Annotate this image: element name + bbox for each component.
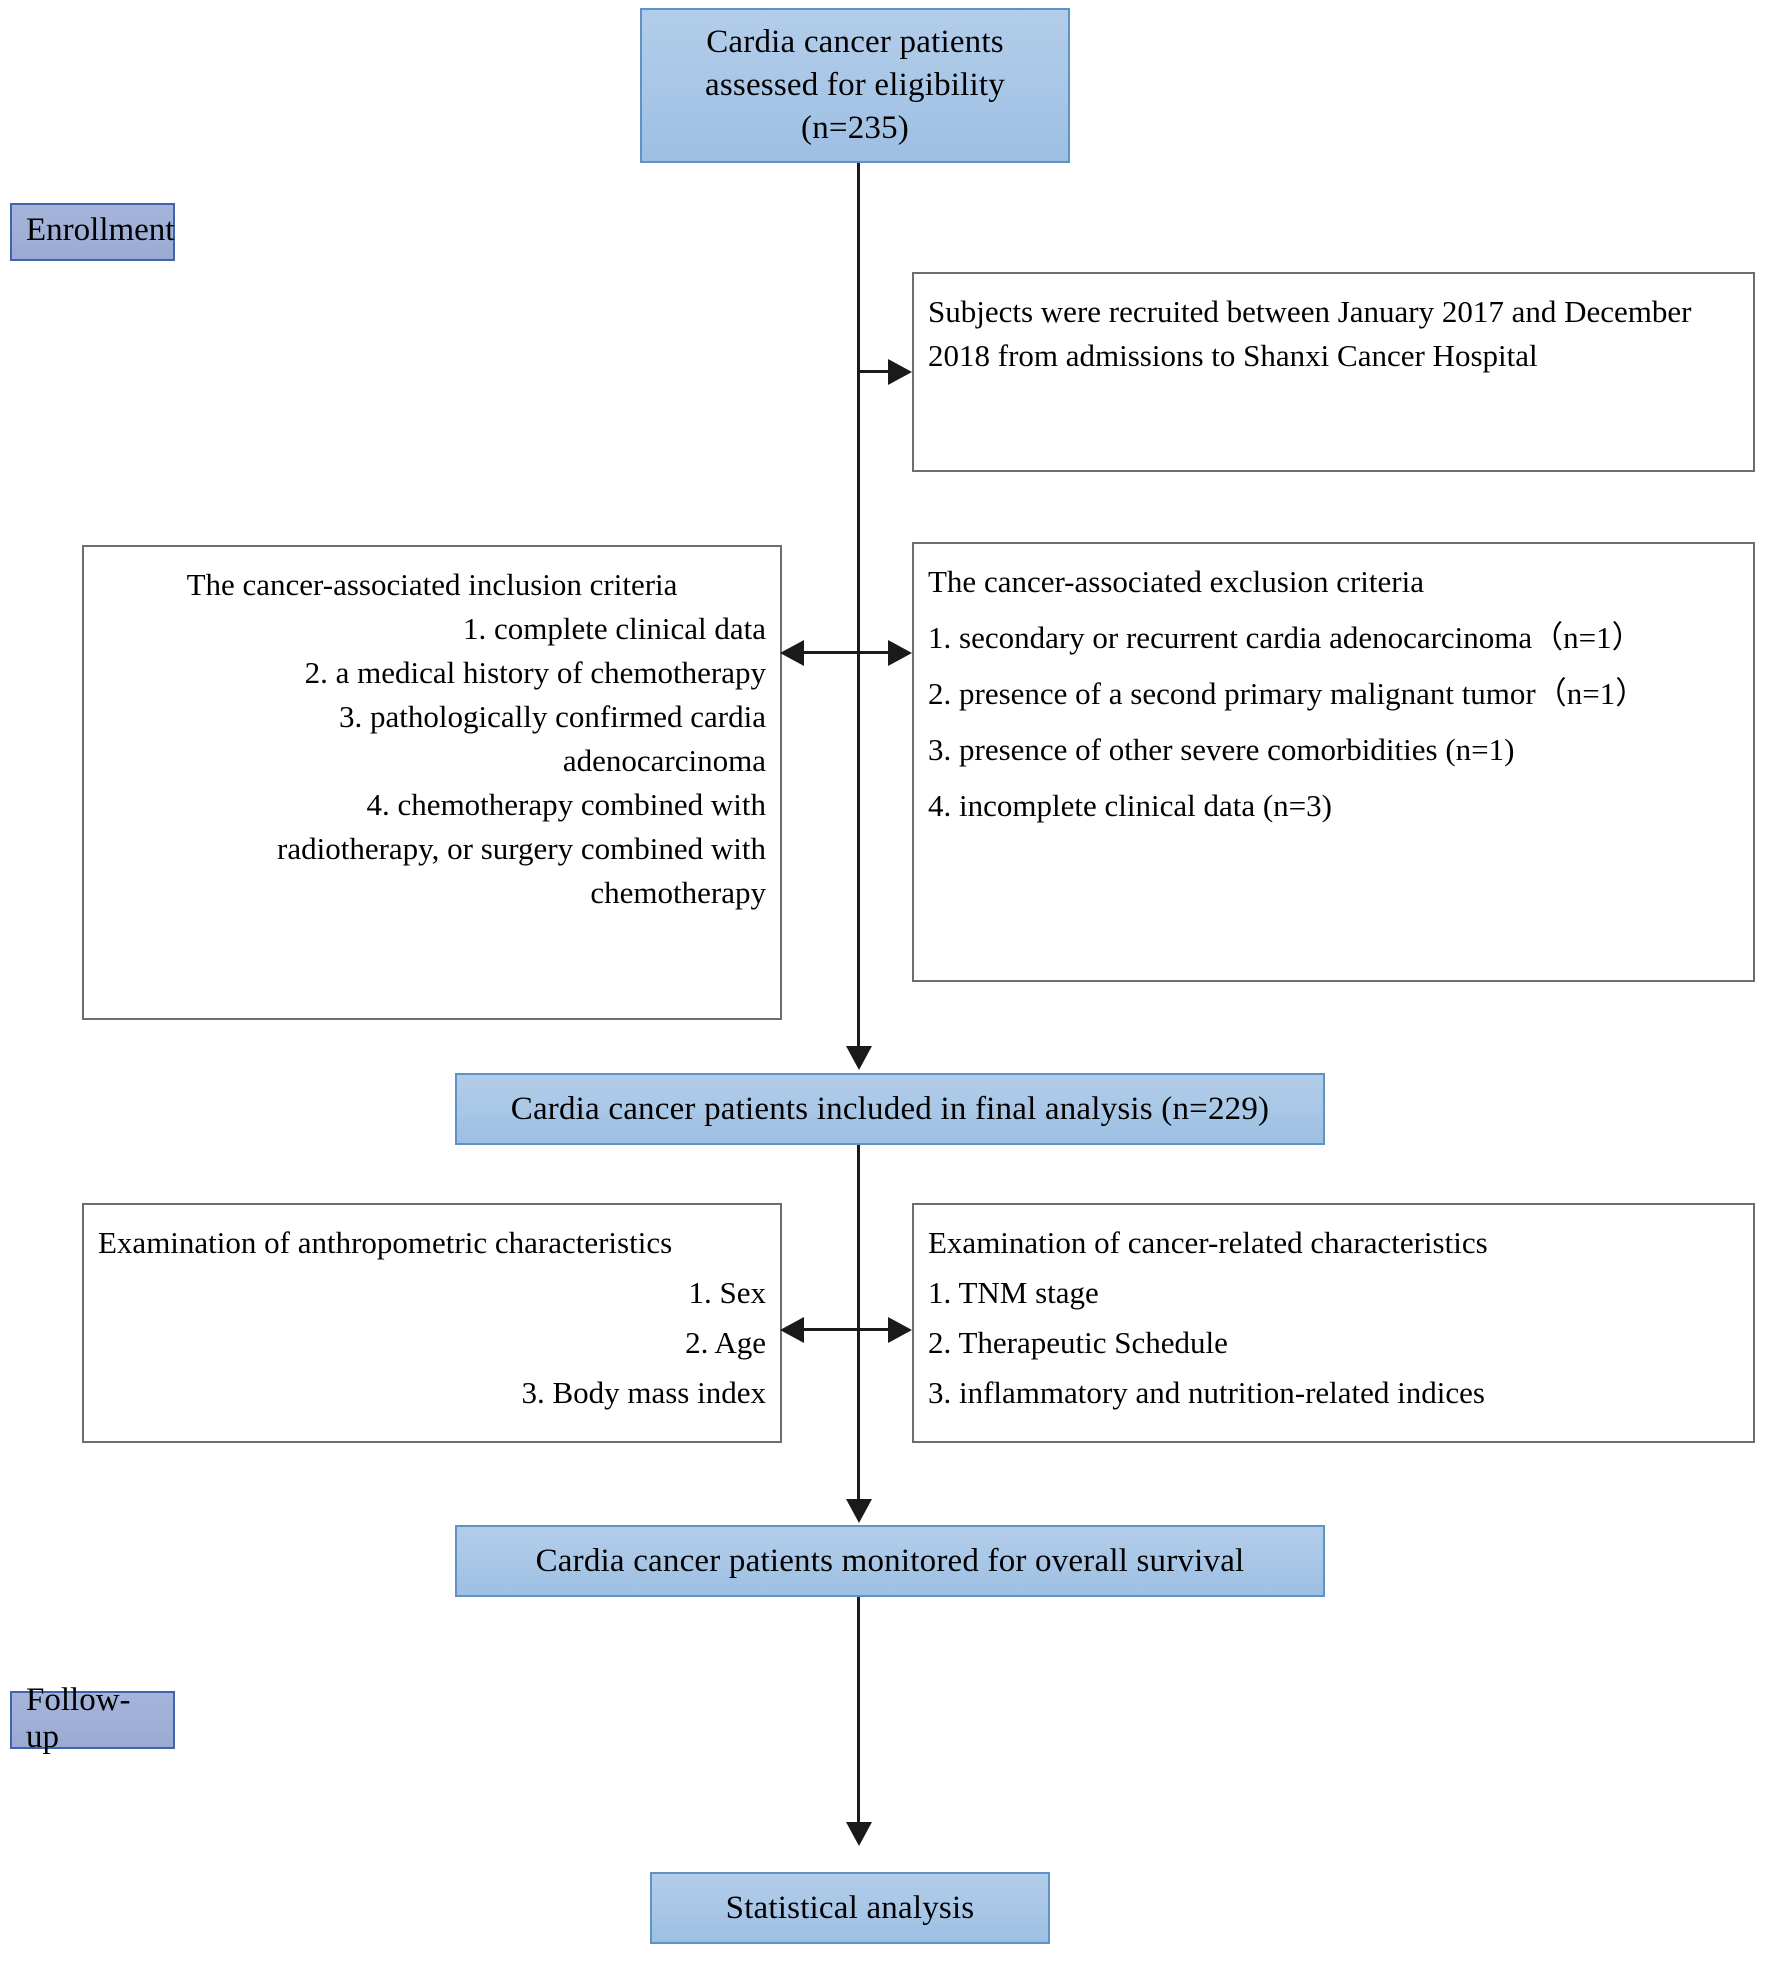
node-statistical-analysis: Statistical analysis xyxy=(650,1872,1050,1944)
node-eligibility-line-1: Cardia cancer patients xyxy=(706,24,1004,61)
node-eligibility-line-3: (n=235) xyxy=(801,109,909,146)
arrowhead-into-overall-survival xyxy=(846,1499,872,1523)
connector-anthropometric-cancer-related xyxy=(800,1328,900,1331)
stage-badge-enrollment: Enrollment xyxy=(10,203,175,261)
node-anthropometric-title: Examination of anthropometric characteri… xyxy=(98,1225,673,1260)
node-inclusion-criteria-item-4c: chemotherapy xyxy=(590,875,766,911)
arrowhead-into-statistical-analysis xyxy=(846,1822,872,1846)
connector-trunk-lower xyxy=(857,1597,860,1825)
arrowhead-toward-cancer-related xyxy=(888,1317,912,1343)
stage-badge-followup: Follow-up xyxy=(10,1682,175,1755)
node-exclusion-criteria-item-3: 3. presence of other severe comorbiditie… xyxy=(928,732,1515,768)
node-overall-survival: Cardia cancer patients monitored for ove… xyxy=(455,1525,1325,1597)
node-inclusion-criteria-item-3: 3. pathologically confirmed cardia xyxy=(339,699,766,735)
node-recruitment-note-text: Subjects were recruited between January … xyxy=(928,294,1692,374)
node-final-analysis-text: Cardia cancer patients included in final… xyxy=(510,1090,1270,1127)
node-anthropometric-item-1: 1. Sex xyxy=(688,1275,767,1311)
node-recruitment-note: Subjects were recruited between January … xyxy=(912,272,1755,472)
node-anthropometric-characteristics: Examination of anthropometric characteri… xyxy=(82,1203,782,1443)
node-eligibility-line-2: assessed for eligibility xyxy=(705,67,1005,104)
node-exclusion-criteria-item-2: 2. presence of a second primary malignan… xyxy=(928,676,1647,712)
node-final-analysis: Cardia cancer patients included in final… xyxy=(455,1073,1325,1145)
connector-trunk-middle xyxy=(857,1145,860,1502)
node-exclusion-criteria-title: The cancer-associated exclusion criteria xyxy=(928,564,1424,599)
node-cancer-related-item-3: 3. inflammatory and nutrition-related in… xyxy=(928,1375,1485,1411)
node-statistical-analysis-text: Statistical analysis xyxy=(725,1889,975,1926)
node-cancer-related-item-2: 2. Therapeutic Schedule xyxy=(928,1325,1228,1361)
arrowhead-toward-inclusion-criteria xyxy=(780,640,804,666)
node-exclusion-criteria-item-1: 1. secondary or recurrent cardia adenoca… xyxy=(928,620,1643,656)
connector-trunk-upper xyxy=(857,163,860,1048)
node-eligibility: Cardia cancer patients assessed for elig… xyxy=(640,8,1070,163)
node-overall-survival-text: Cardia cancer patients monitored for ove… xyxy=(535,1542,1245,1579)
node-inclusion-criteria-item-3b: adenocarcinoma xyxy=(562,743,766,779)
node-anthropometric-item-2: 2. Age xyxy=(685,1325,766,1361)
connector-inclusion-exclusion xyxy=(800,651,900,654)
arrowhead-toward-exclusion-criteria xyxy=(888,640,912,666)
node-cancer-related-characteristics: Examination of cancer-related characteri… xyxy=(912,1203,1755,1443)
node-cancer-related-item-1: 1. TNM stage xyxy=(928,1275,1099,1311)
node-inclusion-criteria-item-1: 1. complete clinical data xyxy=(463,611,766,647)
connector-to-recruitment-note xyxy=(860,370,890,373)
node-inclusion-criteria-item-4: 4. chemotherapy combined with xyxy=(366,787,766,823)
node-anthropometric-item-3: 3. Body mass index xyxy=(521,1375,766,1411)
node-inclusion-criteria-title: The cancer-associated inclusion criteria xyxy=(186,567,678,602)
arrowhead-into-recruitment-note xyxy=(888,359,912,385)
stage-badge-enrollment-label: Enrollment xyxy=(26,212,175,248)
arrowhead-into-final-analysis xyxy=(846,1046,872,1070)
node-inclusion-criteria: The cancer-associated inclusion criteria… xyxy=(82,545,782,1020)
node-inclusion-criteria-item-2: 2. a medical history of chemotherapy xyxy=(304,655,766,691)
node-cancer-related-title: Examination of cancer-related characteri… xyxy=(928,1225,1488,1260)
arrowhead-toward-anthropometric xyxy=(780,1317,804,1343)
node-exclusion-criteria-item-4: 4. incomplete clinical data (n=3) xyxy=(928,788,1332,824)
node-exclusion-criteria: The cancer-associated exclusion criteria… xyxy=(912,542,1755,982)
stage-badge-followup-label: Follow-up xyxy=(26,1681,131,1755)
node-inclusion-criteria-item-4b: radiotherapy, or surgery combined with xyxy=(277,831,766,867)
